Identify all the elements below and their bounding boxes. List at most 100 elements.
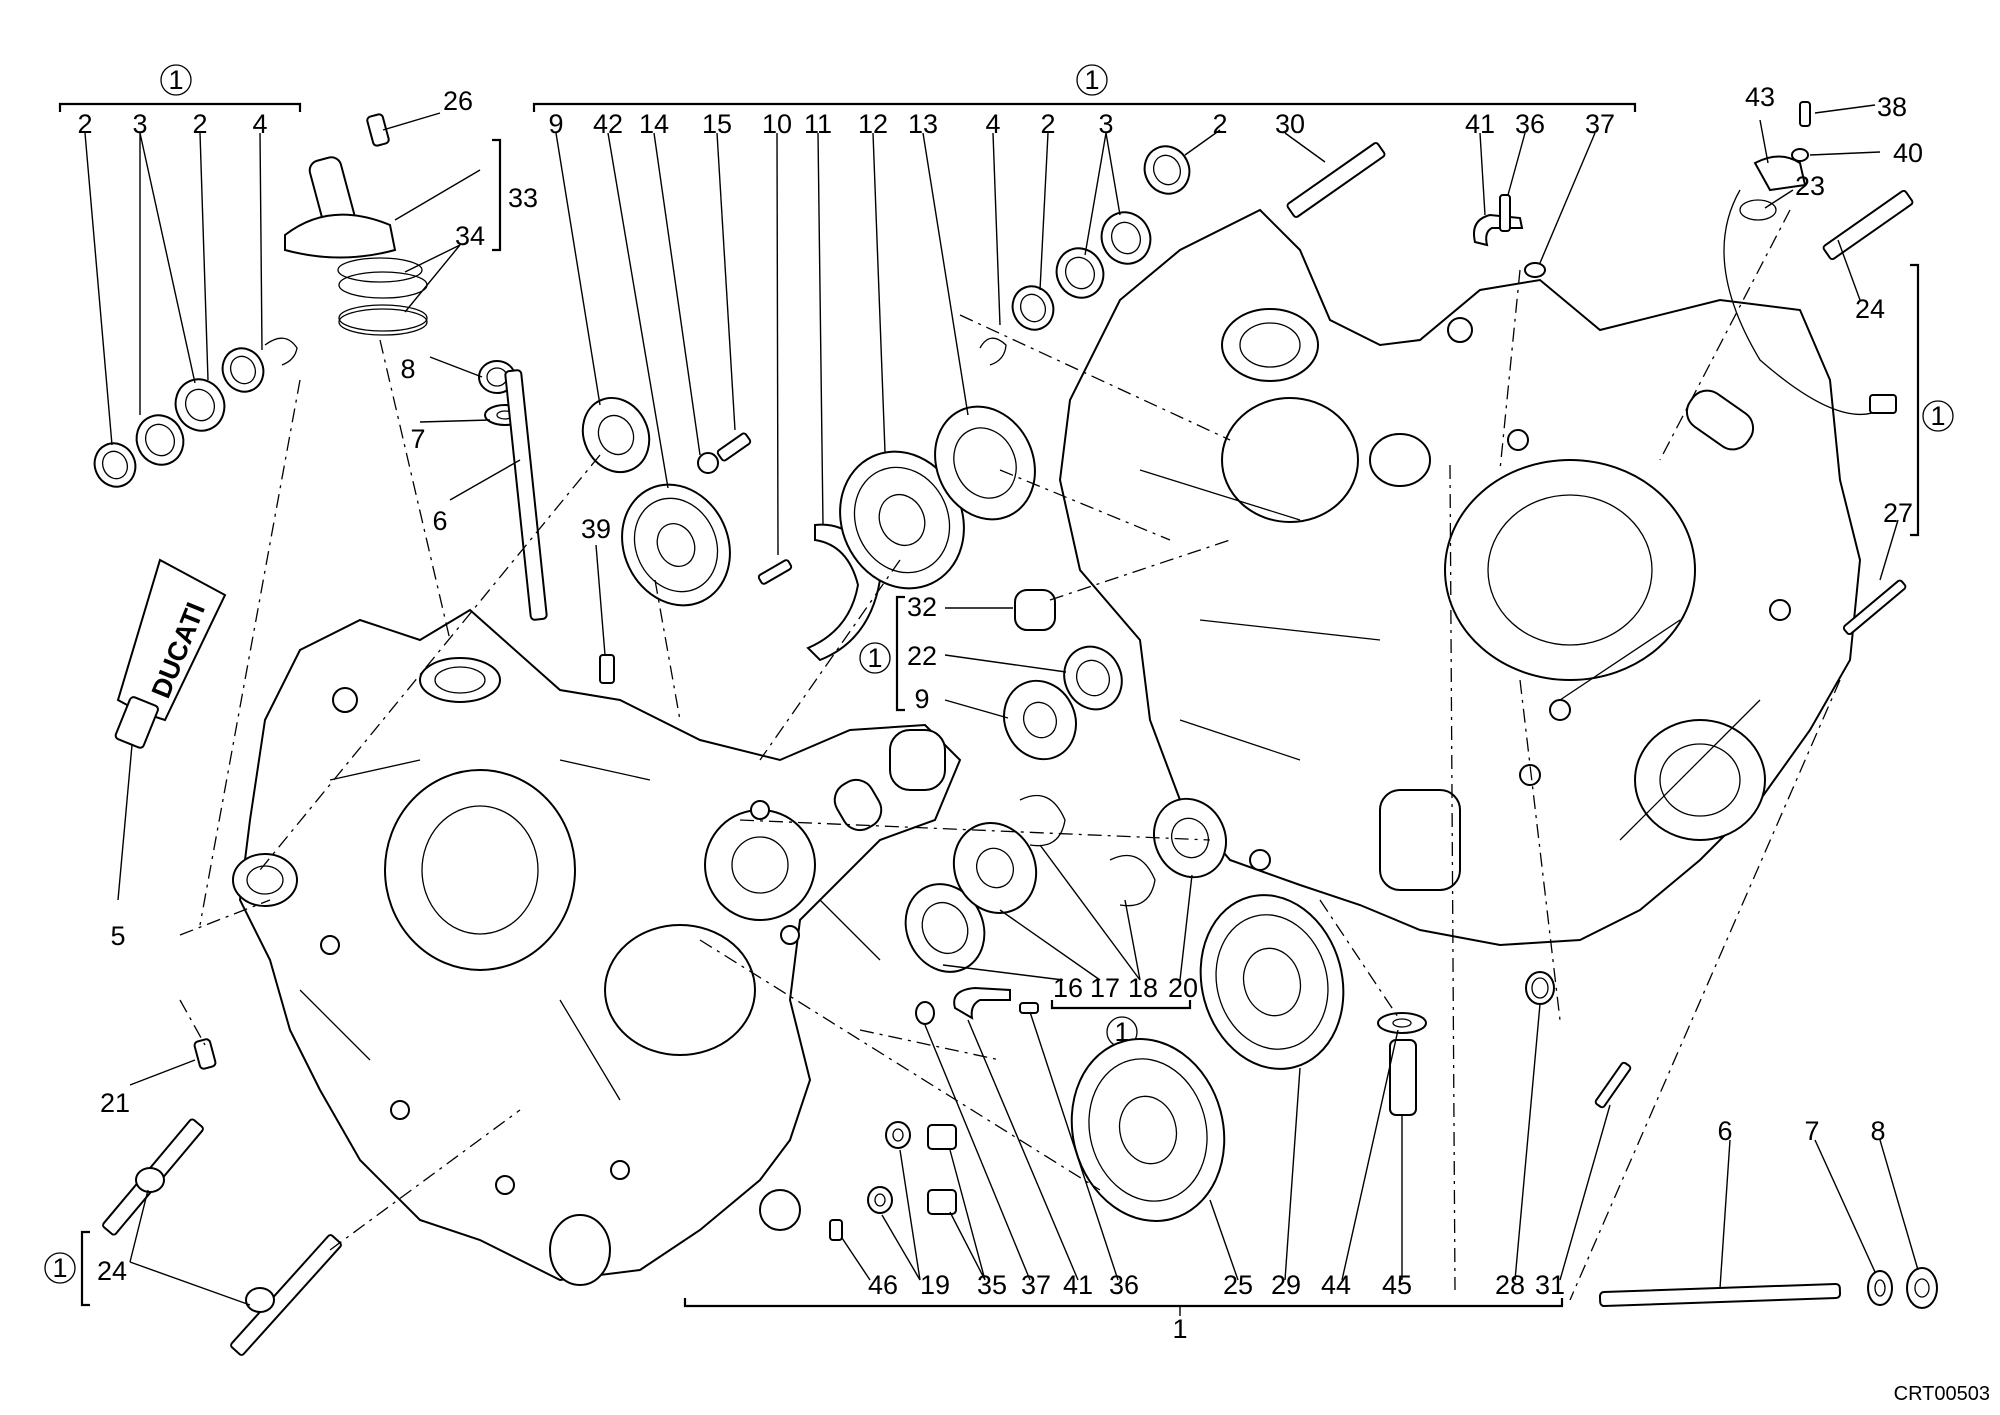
- group-marker: 1: [1930, 401, 1945, 431]
- group-marker: 1: [168, 65, 183, 95]
- group-bracket-top-left: 1: [58, 64, 302, 112]
- seal-13: [934, 405, 1036, 521]
- part-label: 39: [581, 514, 611, 544]
- part-label: 7: [1804, 1116, 1819, 1146]
- part-label: 35: [977, 1270, 1007, 1300]
- top-middle-bearing-set: [979, 145, 1191, 366]
- part-label: 32: [907, 592, 937, 622]
- labels-middle-stack: 32 22 9: [907, 592, 937, 714]
- group-marker: 1: [1084, 65, 1099, 95]
- part-label: 10: [762, 109, 792, 139]
- part-label: 37: [1585, 109, 1615, 139]
- part-label: 41: [1063, 1270, 1093, 1300]
- part-label: 13: [908, 109, 938, 139]
- part-label: 14: [639, 109, 669, 139]
- group-bracket-bottom-total: [683, 1298, 1564, 1316]
- group-marker: 1: [52, 1253, 67, 1283]
- part-label: 2: [1040, 109, 1055, 139]
- part-label: 45: [1382, 1270, 1412, 1300]
- bottom-small-parts: [829, 986, 1039, 1241]
- washer-14-bolt-15: [697, 432, 752, 474]
- middle-stack-parts: [1003, 589, 1123, 761]
- part-label: 46: [868, 1270, 898, 1300]
- part-label: 25: [1223, 1270, 1253, 1300]
- part-label: 24: [97, 1256, 127, 1286]
- group-marker-circle: [44, 1252, 76, 1284]
- part-label: 17: [1090, 973, 1120, 1003]
- dowel-21: [193, 1038, 217, 1070]
- part-label: 6: [1717, 1116, 1732, 1146]
- group-bracket-33: [492, 138, 502, 252]
- part-label: 2: [77, 109, 92, 139]
- part-label: 44: [1321, 1270, 1351, 1300]
- leader-lines: [84, 104, 1919, 1306]
- right-crankcase-half: [1058, 208, 1862, 947]
- part-label: 41: [1465, 109, 1495, 139]
- group-marker: 1: [1114, 1017, 1129, 1047]
- part-label: 3: [1098, 109, 1113, 139]
- group-bracket-middle-stack: 1: [859, 595, 905, 712]
- top-left-bearing-set: [93, 337, 298, 488]
- bolts-24-bottom-left: [102, 1118, 342, 1356]
- part-label: 4: [252, 109, 267, 139]
- washer-44-plug-45: [1377, 1012, 1427, 1116]
- middle-group-parts: [904, 794, 1227, 973]
- part-label: 36: [1109, 1270, 1139, 1300]
- group-marker-circle: [1076, 64, 1108, 96]
- group-bracket-16-20: 1: [1050, 1000, 1192, 1048]
- part-label: 28: [1495, 1270, 1525, 1300]
- labels-left-column: 26 33 34 8 7 6 39 5 21 24: [97, 86, 611, 1286]
- bearing-42: [621, 483, 731, 607]
- bearing-29: [1199, 894, 1345, 1070]
- part-label: 34: [455, 221, 485, 251]
- part-label: 9: [548, 109, 563, 139]
- part-label: 40: [1893, 138, 1923, 168]
- part-label: 37: [1021, 1270, 1051, 1300]
- pipe-41-screw-36-top: [1473, 194, 1546, 278]
- stud-6-top: [504, 369, 548, 621]
- part-label: 26: [443, 86, 473, 116]
- labels-bottom-row: 46 19 35 37 41 36 25 29 44 45 28 31 1: [868, 1270, 1565, 1344]
- left-crankcase-half: [232, 608, 962, 1286]
- labels-middle-group: 16 17 18 20: [1053, 973, 1198, 1003]
- bearing-25: [1070, 1038, 1226, 1222]
- part-label: 15: [702, 109, 732, 139]
- part-label: 24: [1855, 294, 1885, 324]
- part-label: 8: [1870, 1116, 1885, 1146]
- part-label: 43: [1745, 82, 1775, 112]
- group-bracket-bottom-left: 1: [44, 1230, 90, 1307]
- group-marker-circle: [160, 64, 192, 96]
- part-label: 11: [804, 109, 832, 139]
- part-label: 21: [100, 1088, 130, 1118]
- group-marker-circle: [1922, 400, 1954, 432]
- part-label: 16: [1053, 973, 1083, 1003]
- group-marker: 1: [867, 643, 882, 673]
- sensor-assembly-43: [1723, 101, 1897, 416]
- part-label: 36: [1515, 109, 1545, 139]
- labels-top-right: 43 38 40 23 24 27: [1745, 82, 1923, 528]
- part-label: 20: [1168, 973, 1198, 1003]
- assembly-dash-lines: [179, 209, 1841, 1301]
- part-label: 2: [192, 109, 207, 139]
- bolt-30: [1286, 142, 1386, 218]
- labels-bottom-right: 6 7 8: [1717, 1116, 1885, 1146]
- labels-top-main-row: 9 42 14 15 10 11 12 13 4 2 3 2 30 41 36 …: [548, 109, 1615, 139]
- part-label: 23: [1795, 171, 1825, 201]
- group-bracket-top-main: 1: [532, 64, 1637, 112]
- part-label: 3: [132, 109, 147, 139]
- part-label: 29: [1271, 1270, 1301, 1300]
- bearing-9-top: [581, 397, 651, 473]
- drawing-code: CRT00503: [1894, 1383, 1990, 1405]
- part-label: 33: [508, 183, 538, 213]
- part-label: 18: [1128, 973, 1158, 1003]
- dowel-39: [599, 654, 615, 684]
- part-label: 27: [1883, 498, 1913, 528]
- part-label: 8: [400, 354, 415, 384]
- group-marker-circle: [859, 642, 891, 674]
- part-label: 4: [985, 109, 1000, 139]
- group-bracket-right: 1: [1910, 263, 1954, 537]
- part-label: 22: [907, 641, 937, 671]
- part-label: 12: [858, 109, 888, 139]
